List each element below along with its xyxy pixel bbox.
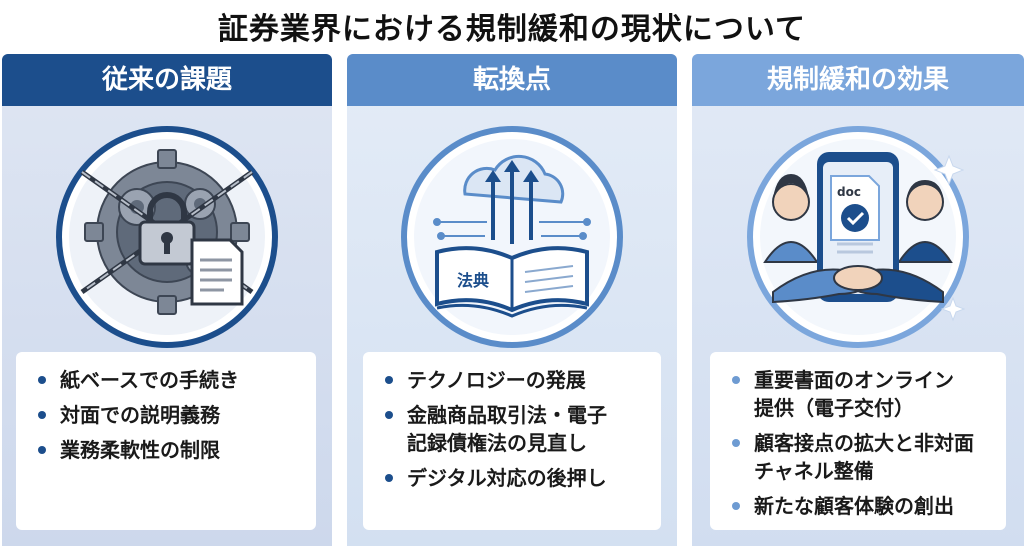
list-item: 重要書面のオンライン 提供（電子交付） <box>722 366 994 422</box>
bullet-icon <box>385 376 393 384</box>
list-item: 顧客接点の拡大と非対面 チャネル整備 <box>722 429 994 485</box>
person-icon <box>897 180 953 263</box>
smartphone-icon: doc <box>817 152 899 302</box>
page-title: 証券業界における規制緩和の現状について <box>217 12 807 47</box>
digital-handshake-illustration: doc <box>692 122 1024 392</box>
panel-deregulation-effects: 規制緩和の効果 doc <box>692 54 1024 546</box>
bullet-icon <box>38 376 46 384</box>
turning-point-list: テクノロジーの発展 金融商品取引法・電子 記録債権法の見直し デジタル対応の後押… <box>363 352 661 530</box>
list-item: 対面での説明義務 <box>28 401 304 429</box>
list-item: デジタル対応の後押し <box>375 464 649 492</box>
bullet-icon <box>385 411 393 419</box>
list-item: 業務柔軟性の制限 <box>28 436 304 464</box>
law-book-icon: 法典 <box>401 126 623 348</box>
document-icon <box>190 238 244 306</box>
handshake-icon: doc <box>747 126 969 348</box>
panel-traditional-issues: 従来の課題 <box>2 54 332 546</box>
bullet-icon <box>385 474 393 482</box>
bullet-icon <box>732 502 740 510</box>
padlock-icon <box>56 126 278 348</box>
person-icon <box>763 174 819 263</box>
panel-header: 転換点 <box>347 54 677 106</box>
issues-list: 紙ベースでの手続き 対面での説明義務 業務柔軟性の制限 <box>16 352 316 530</box>
list-item: 新たな顧客体験の創出 <box>722 492 994 520</box>
bullet-icon <box>732 376 740 384</box>
panel-turning-point: 転換点 <box>347 54 677 546</box>
book-label: 法典 <box>457 271 489 290</box>
bullet-icon <box>38 411 46 419</box>
bullet-icon <box>732 439 740 447</box>
chained-gears-illustration <box>2 122 332 392</box>
cloud-law-book-illustration: 法典 <box>347 122 677 392</box>
doc-label: doc <box>837 185 861 199</box>
list-item: テクノロジーの発展 <box>375 366 649 394</box>
effects-list: 重要書面のオンライン 提供（電子交付） 顧客接点の拡大と非対面 チャネル整備 新… <box>710 352 1006 530</box>
panel-header: 規制緩和の効果 <box>692 54 1024 106</box>
panel-header: 従来の課題 <box>2 54 332 106</box>
list-item: 紙ベースでの手続き <box>28 366 304 394</box>
bullet-icon <box>38 446 46 454</box>
list-item: 金融商品取引法・電子 記録債権法の見直し <box>375 401 649 457</box>
